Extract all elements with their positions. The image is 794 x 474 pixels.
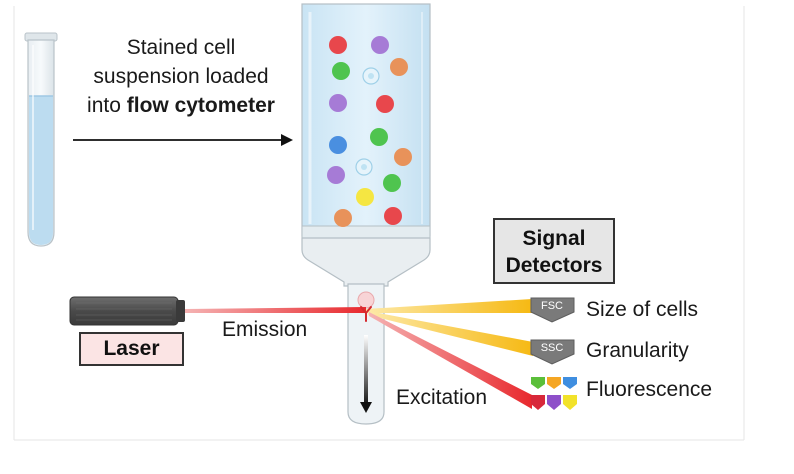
fluorescence-detector-icon: [531, 377, 577, 410]
cell: [332, 62, 350, 80]
cell: [370, 128, 388, 146]
test-tube: [24, 32, 58, 247]
laser-label: Laser: [103, 337, 160, 360]
intro-line-2: suspension loaded: [93, 65, 269, 88]
ssc-detector-icon: [530, 339, 575, 365]
detector-label-fluorescence: Fluorescence: [586, 378, 713, 401]
intro-caption: Stained cell suspension loaded into flow…: [70, 33, 292, 120]
cell-in-channel: [357, 291, 375, 309]
intro-line-3: into flow cytometer: [70, 91, 292, 120]
cell-nucleus: [361, 164, 367, 170]
cell-group: [327, 36, 412, 227]
cell: [394, 148, 412, 166]
intro-line-3-bold: flow cytometer: [126, 94, 275, 117]
cell: [334, 209, 352, 227]
cell-nucleus: [368, 73, 374, 79]
flow-stream: [364, 335, 368, 403]
cell: [329, 36, 347, 54]
fsc-detector-icon: [530, 297, 575, 323]
flow-chamber: [301, 3, 431, 287]
ssc-tag: SSC: [540, 342, 564, 354]
laser-beam: [185, 307, 366, 313]
cell: [356, 188, 374, 206]
laser-label-box: Laser: [79, 332, 184, 366]
loading-arrow-head: [281, 134, 293, 146]
cell: [329, 94, 347, 112]
laser-device: [69, 296, 185, 326]
signal-detectors-line-2: Detectors: [505, 254, 603, 277]
signal-detectors-line-1: Signal: [522, 227, 586, 250]
ssc-beam: [368, 311, 533, 356]
fsc-beam: [366, 299, 532, 313]
signal-detectors-box: Signal Detectors: [493, 218, 615, 284]
flow-channel: [347, 283, 385, 425]
cell: [371, 36, 389, 54]
emission-label: Emission: [222, 318, 308, 341]
fluorescence-beam: [369, 312, 532, 409]
flow-arrow-head: [360, 402, 372, 413]
intro-line-1: Stained cell: [126, 36, 236, 59]
detector-label-granularity: Granularity: [586, 339, 689, 362]
intro-line-3-prefix: into: [87, 94, 127, 117]
cell: [329, 136, 347, 154]
cell: [327, 166, 345, 184]
cell: [384, 207, 402, 225]
detector-label-size: Size of cells: [586, 298, 699, 321]
fsc-tag: FSC: [541, 300, 563, 312]
cell: [383, 174, 401, 192]
cell: [376, 95, 394, 113]
cell: [390, 58, 408, 76]
excitation-label: Excitation: [396, 386, 488, 409]
antibody-icon: [360, 306, 372, 322]
